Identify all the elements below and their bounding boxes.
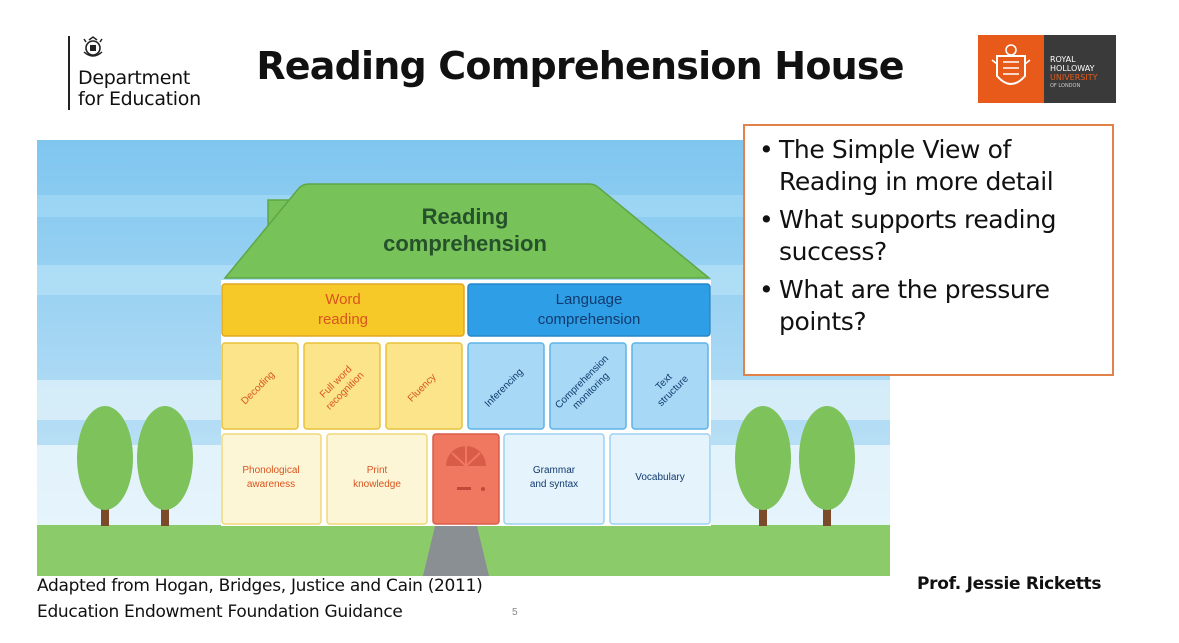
language-label-line2: comprehension bbox=[538, 311, 641, 328]
word-reading-block bbox=[221, 283, 465, 337]
foundation-label: Print bbox=[367, 465, 388, 476]
royal-holloway-logo: ROYAL HOLLOWAY UNIVERSITY OF LONDON bbox=[978, 35, 1116, 103]
word-reading-label-line1: Word bbox=[325, 291, 361, 308]
dfe-logo-line2: for Education bbox=[78, 88, 201, 110]
bullet-item: •What supports reading success? bbox=[759, 205, 1057, 266]
foundation-phonological-awareness: Phonological awareness bbox=[221, 433, 322, 525]
foundation-label: Phonological bbox=[242, 465, 299, 476]
foundation-label: Vocabulary bbox=[635, 472, 684, 483]
citation-line2: Education Endowment Foundation Guidance bbox=[37, 602, 403, 622]
path bbox=[423, 526, 489, 576]
royal-holloway-crest-icon bbox=[978, 35, 1044, 103]
bullet-text: What supports reading success? bbox=[779, 205, 1057, 266]
tree-icon bbox=[137, 406, 193, 526]
tree-icon bbox=[799, 406, 855, 526]
word-cell-decoding: Decoding bbox=[221, 342, 299, 430]
foundation-label: knowledge bbox=[353, 479, 401, 490]
bullet-item: •What are the pressure points? bbox=[759, 275, 1050, 336]
roof bbox=[223, 183, 712, 279]
foundation-print-knowledge: Print knowledge bbox=[326, 433, 428, 525]
rhul-line4: OF LONDON bbox=[1050, 83, 1081, 89]
key-points-box: •The Simple View of Reading in more deta… bbox=[743, 124, 1114, 376]
word-cell-fluency: Fluency bbox=[385, 342, 463, 430]
roof-label-line1: Reading bbox=[422, 204, 509, 229]
language-label-line1: Language bbox=[556, 291, 623, 308]
language-cell-inferencing: Inferencing bbox=[467, 342, 545, 430]
bullet-text: What are the pressure points? bbox=[779, 275, 1050, 336]
citation-line1: Adapted from Hogan, Bridges, Justice and… bbox=[37, 576, 483, 596]
roof-label-line2: comprehension bbox=[383, 231, 547, 256]
rhul-line2: HOLLOWAY bbox=[1050, 64, 1095, 73]
slide-number: 5 bbox=[512, 607, 518, 618]
language-comprehension-block bbox=[467, 283, 711, 337]
bullet-item: •The Simple View of Reading in more deta… bbox=[759, 135, 1054, 196]
language-cell-comprehension-monitoring: Comprehension monitoring bbox=[549, 342, 627, 430]
foundation-grammar-and-syntax: Grammar and syntax bbox=[503, 433, 605, 525]
foundation-label: Grammar bbox=[533, 465, 576, 476]
foundation-vocabulary: Vocabulary bbox=[609, 433, 711, 525]
door-icon bbox=[432, 433, 500, 525]
word-reading-label-line2: reading bbox=[318, 311, 368, 328]
bullet-text: The Simple View of Reading in more detai… bbox=[779, 135, 1054, 196]
language-cell-text-structure: Text structure bbox=[631, 342, 709, 430]
dfe-logo: Department for Education bbox=[68, 36, 208, 114]
citation: Adapted from Hogan, Bridges, Justice and… bbox=[37, 573, 483, 625]
rhul-line3: UNIVERSITY bbox=[1050, 73, 1098, 82]
reading-house-diagram: Reading comprehension Word reading Langu… bbox=[37, 140, 890, 576]
tree-icon bbox=[735, 406, 791, 526]
dfe-logo-line1: Department bbox=[78, 67, 190, 89]
foundation-label: and syntax bbox=[530, 479, 578, 490]
page-title: Reading Comprehension House bbox=[256, 44, 904, 88]
tree-icon bbox=[77, 406, 133, 526]
foundation-label: awareness bbox=[247, 479, 295, 490]
rhul-line1: ROYAL bbox=[1050, 55, 1076, 64]
logo-divider-line bbox=[68, 36, 70, 110]
crest-icon bbox=[83, 36, 103, 57]
author-name: Prof. Jessie Ricketts bbox=[917, 574, 1102, 594]
word-cell-full-word-recognition: Full word recognition bbox=[303, 342, 381, 430]
